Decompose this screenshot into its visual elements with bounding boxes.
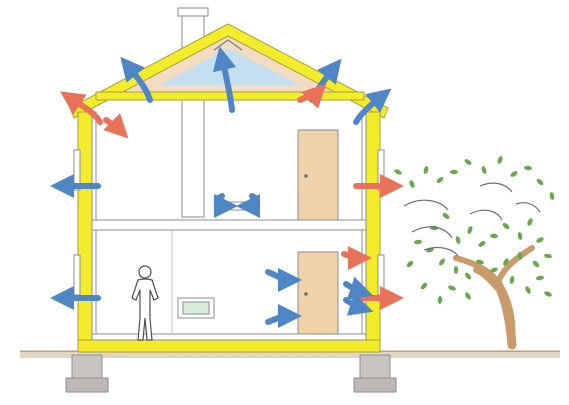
leaf-icon: [420, 282, 428, 290]
leaf-icon: [532, 260, 540, 268]
leaf-icon: [517, 252, 523, 260]
air-flow-arrow-icon: [343, 276, 374, 300]
leaf-icon: [409, 180, 415, 188]
leaf-icon: [549, 192, 555, 200]
leaf-icon: [544, 291, 552, 297]
lower-door-knob: [304, 292, 308, 296]
ground-soil: [20, 352, 560, 358]
leaf-icon: [464, 272, 472, 280]
left-lower-window: [73, 254, 81, 296]
leaf-icon: [536, 178, 544, 186]
leaf-icon: [476, 259, 484, 265]
leaf-icon: [490, 233, 498, 239]
roof-insulation: [69, 23, 389, 119]
leaf-icon: [423, 166, 429, 174]
upper-floor-slab: [91, 219, 367, 231]
air-flow-arrow-icon: [103, 113, 129, 139]
air-flow-arrows: [50, 46, 404, 329]
upper-door: [297, 129, 339, 221]
air-flow-arrow-icon: [297, 83, 327, 109]
air-flow-arrow-icon: [265, 304, 302, 329]
register-grille: [182, 301, 210, 315]
leaf-icon: [406, 260, 414, 268]
leaf-icon: [464, 159, 472, 165]
leaf-icon: [490, 267, 498, 273]
air-flow-arrow-icon: [343, 292, 374, 316]
air-flow-arrow-icon: [341, 245, 372, 270]
leaf-icon: [453, 266, 459, 274]
leaf-icon: [509, 276, 515, 284]
air-flow-arrow-icon: [120, 56, 153, 103]
leaf-icon: [536, 237, 544, 243]
chimney-cap: [177, 7, 209, 17]
leaf-icon: [524, 165, 532, 171]
leaf-icon: [436, 176, 444, 184]
leaf-icon: [525, 286, 531, 294]
person-silhouette-icon: [131, 265, 159, 341]
leaf-icon: [394, 169, 402, 175]
air-flow-arrow-icon: [236, 193, 261, 218]
left-wall-insulation: [77, 111, 93, 353]
tree-icon: [453, 245, 535, 350]
lower-door: [297, 251, 339, 335]
air-flow-arrow-icon: [353, 88, 392, 125]
leaf-icon: [467, 226, 473, 234]
left-upper-window: [73, 149, 81, 191]
leaf-icon: [497, 156, 503, 164]
leaf-icon: [455, 236, 461, 244]
right-lower-window: [377, 254, 385, 296]
air-flow-arrow-icon: [212, 46, 237, 113]
air-flow-arrow-icon: [60, 91, 103, 125]
leaf-icon: [502, 222, 510, 230]
ground-floor-slab: [91, 333, 367, 341]
leaf-icon: [437, 296, 443, 304]
right-wall-insulation: [365, 111, 381, 353]
leaf-icon: [450, 169, 458, 175]
leaf-icon: [442, 213, 450, 219]
air-flow-arrow-icon: [265, 267, 302, 292]
leaf-icon: [527, 218, 533, 226]
leaf-icon: [517, 232, 523, 240]
leaf-icon: [478, 241, 486, 247]
leaf-icon: [448, 285, 456, 291]
footing-right-base: [353, 377, 397, 393]
leaf-icon: [503, 258, 509, 266]
upper-door-knob: [304, 174, 308, 178]
left-wall-interior: [91, 111, 97, 353]
leaf-icon: [481, 166, 487, 174]
leaf-icon: [465, 292, 471, 300]
leaf-icon: [544, 253, 552, 259]
leaf-icon: [510, 171, 518, 177]
right-wall-interior: [361, 111, 367, 353]
leaf-icon: [536, 275, 544, 281]
air-flow-arrow-icon: [213, 193, 238, 218]
ground-floor-insulation: [77, 339, 381, 353]
wind-swirl-icon: [403, 182, 541, 257]
tree-leaves: [394, 156, 555, 304]
footing-left-base: [65, 377, 109, 393]
leaf-icon: [414, 239, 422, 245]
leaf-icon: [439, 258, 445, 266]
